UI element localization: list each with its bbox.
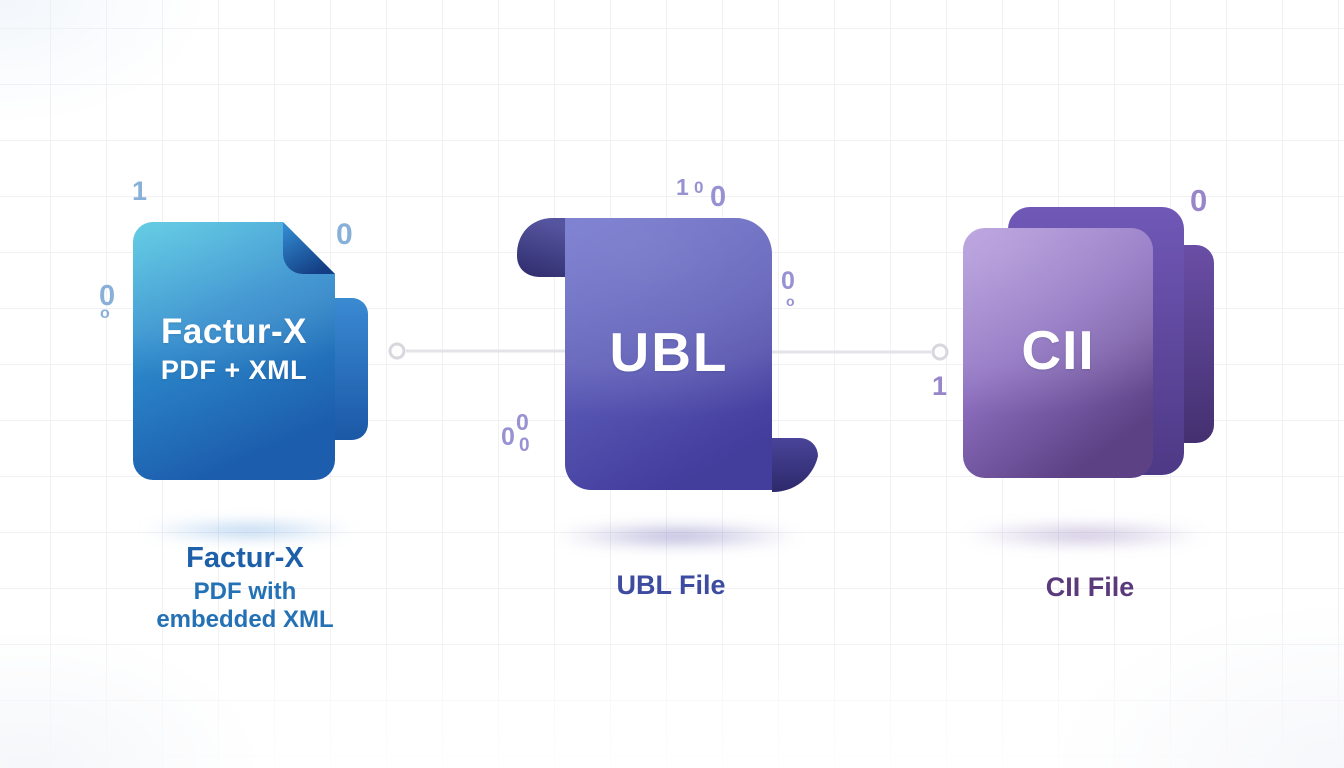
binary-digit: 1 xyxy=(676,174,689,200)
facturx-caption: Factur-X PDF with embedded XML xyxy=(156,544,333,636)
facturx-drop-shadow xyxy=(141,522,356,539)
ubl-icon-label: UBL xyxy=(609,321,729,383)
cii-icon-label: CII xyxy=(1021,319,1095,381)
binary-digit: 0 xyxy=(336,218,353,251)
binary-digit: 0 xyxy=(516,409,529,435)
facturx-folded-corner xyxy=(283,222,335,274)
facturx-caption-line3: embedded XML xyxy=(156,606,334,633)
facturx-caption-line2: PDF with xyxy=(193,578,297,605)
ubl-bottom-curl xyxy=(772,438,818,493)
facturx-icon-subtitle: PDF + XML xyxy=(160,355,308,385)
cii-drop-shadow xyxy=(962,523,1207,547)
binary-digit: 0 xyxy=(519,435,530,456)
cii-caption: CII File xyxy=(1045,572,1135,602)
ubl-drop-shadow xyxy=(555,524,800,548)
binary-digit: 0 xyxy=(710,181,727,213)
binary-digit: o xyxy=(100,305,110,322)
facturx-document-icon xyxy=(133,222,368,480)
binary-digit: 0 xyxy=(1190,183,1208,218)
ubl-scroll-icon xyxy=(517,218,818,493)
binary-digit: 0 xyxy=(99,280,116,312)
binary-digit: 1 xyxy=(932,371,948,401)
connector-ubl-cii xyxy=(772,343,949,361)
binary-digit: 0 xyxy=(501,423,515,451)
connector-facturx-ubl xyxy=(388,342,566,360)
binary-digit: 0 xyxy=(781,267,795,295)
facturx-icon-title: Factur-X xyxy=(161,312,307,351)
ubl-top-curl xyxy=(517,218,575,277)
binary-digit: 0 xyxy=(694,178,704,197)
binary-digit: o xyxy=(786,293,795,309)
ubl-caption: UBL File xyxy=(616,570,726,600)
cii-stack-icon xyxy=(963,207,1214,478)
facturx-caption-title: Factur-X xyxy=(186,542,304,574)
binary-digit: 1 xyxy=(132,176,148,206)
